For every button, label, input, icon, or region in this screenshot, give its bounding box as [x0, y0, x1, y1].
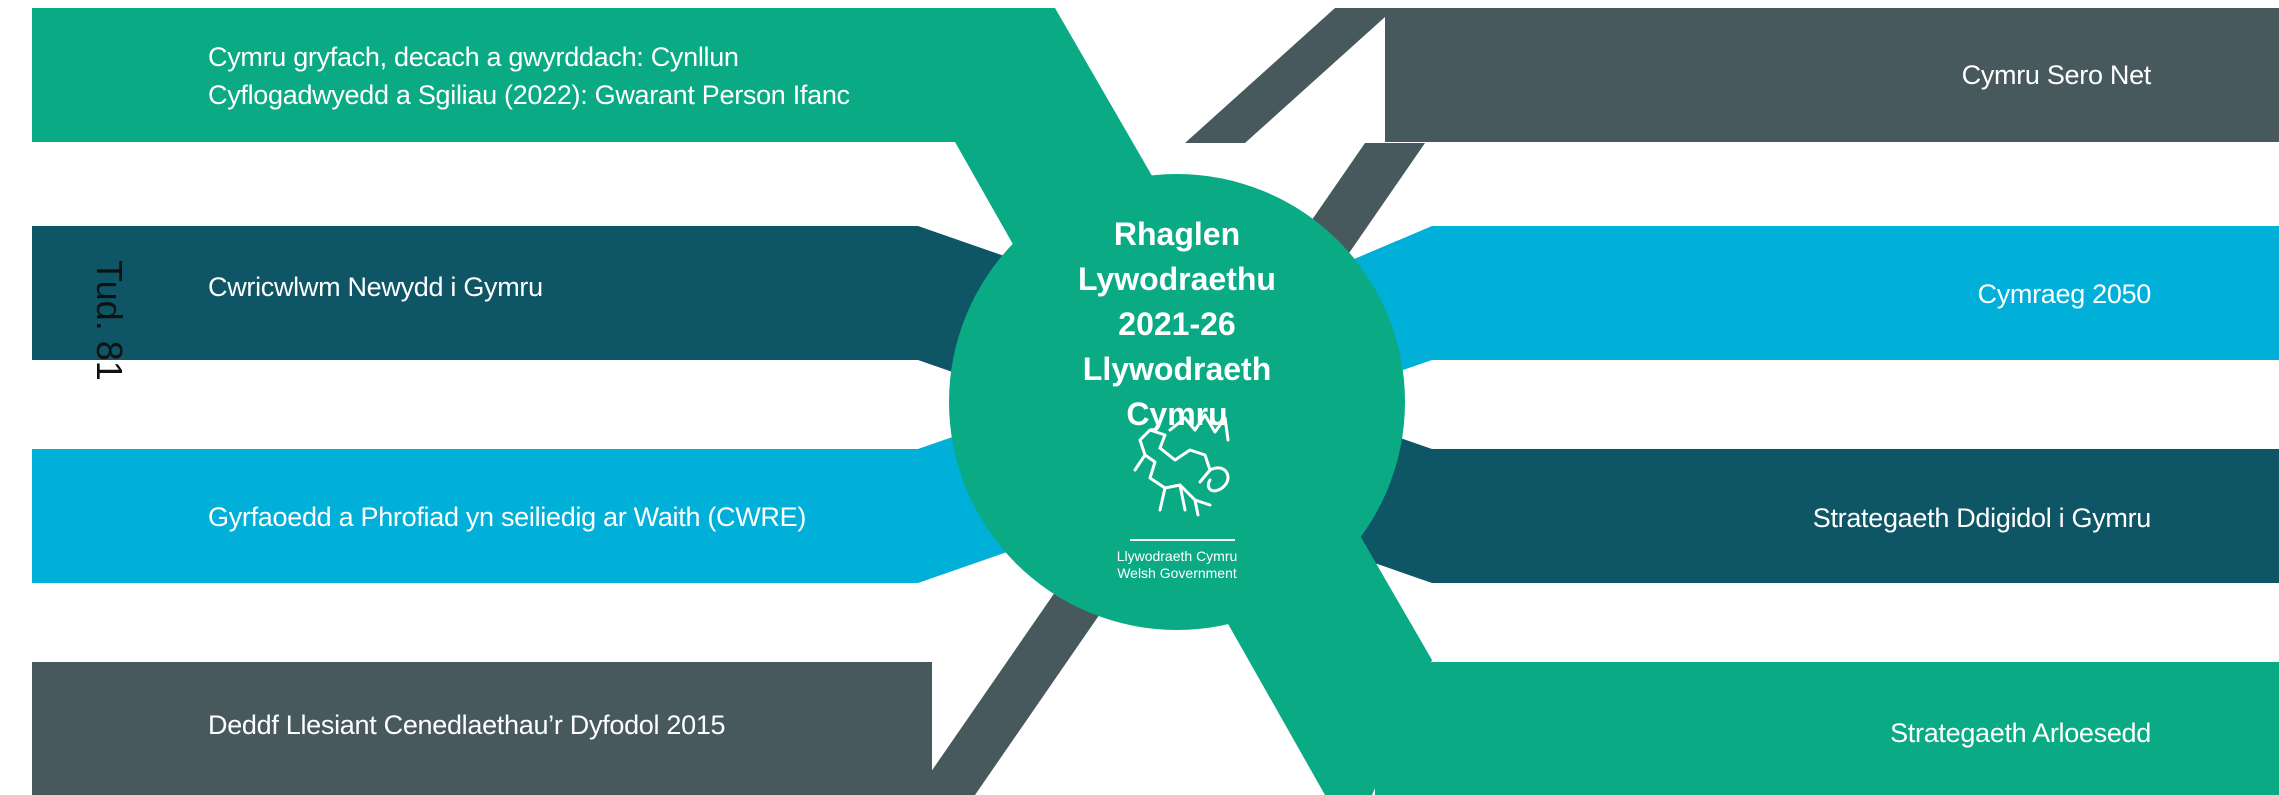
logo-wordmark: Llywodraeth Cymru Welsh Government	[1116, 548, 1238, 581]
center-title: Rhaglen Lywodraethu 2021-26 Llywodraeth …	[1078, 216, 1276, 432]
band-left-wellbeing	[32, 662, 932, 795]
band-left-curriculum	[32, 226, 1010, 392]
label-net-zero-wales: Cymru Sero Net	[1961, 60, 2152, 90]
label-wellbeing-act: Deddf Llesiant Cenedlaethau’r Dyfodol 20…	[208, 710, 726, 740]
label-innovation-strategy: Strategaeth Arloesedd	[1890, 718, 2151, 748]
page-number: Tud. 81	[89, 260, 130, 381]
label-cymraeg-2050: Cymraeg 2050	[1977, 279, 2152, 309]
label-digital-strategy: Strategaeth Ddigidol i Gymru	[1812, 503, 2152, 533]
band-right-welsh	[1340, 226, 2279, 392]
band-right-net-zero	[1385, 8, 2279, 142]
label-careers-work-experience: Gyrfaoedd a Phrofiad yn seiliedig ar Wai…	[208, 502, 807, 532]
dragon-logo	[1133, 413, 1230, 517]
connector-slate-top	[1185, 8, 1395, 143]
center-circle	[949, 174, 1405, 630]
band-left-careers	[32, 417, 1010, 583]
label-employability-plan: Cymru gryfach, decach a gwyrddach: Cynll…	[208, 42, 850, 110]
band-right-innovation	[1375, 662, 2279, 795]
band-right-digital	[1340, 417, 2279, 583]
label-new-curriculum: Cwricwlwm Newydd i Gymru	[208, 272, 543, 302]
band-left-employability	[32, 8, 967, 142]
